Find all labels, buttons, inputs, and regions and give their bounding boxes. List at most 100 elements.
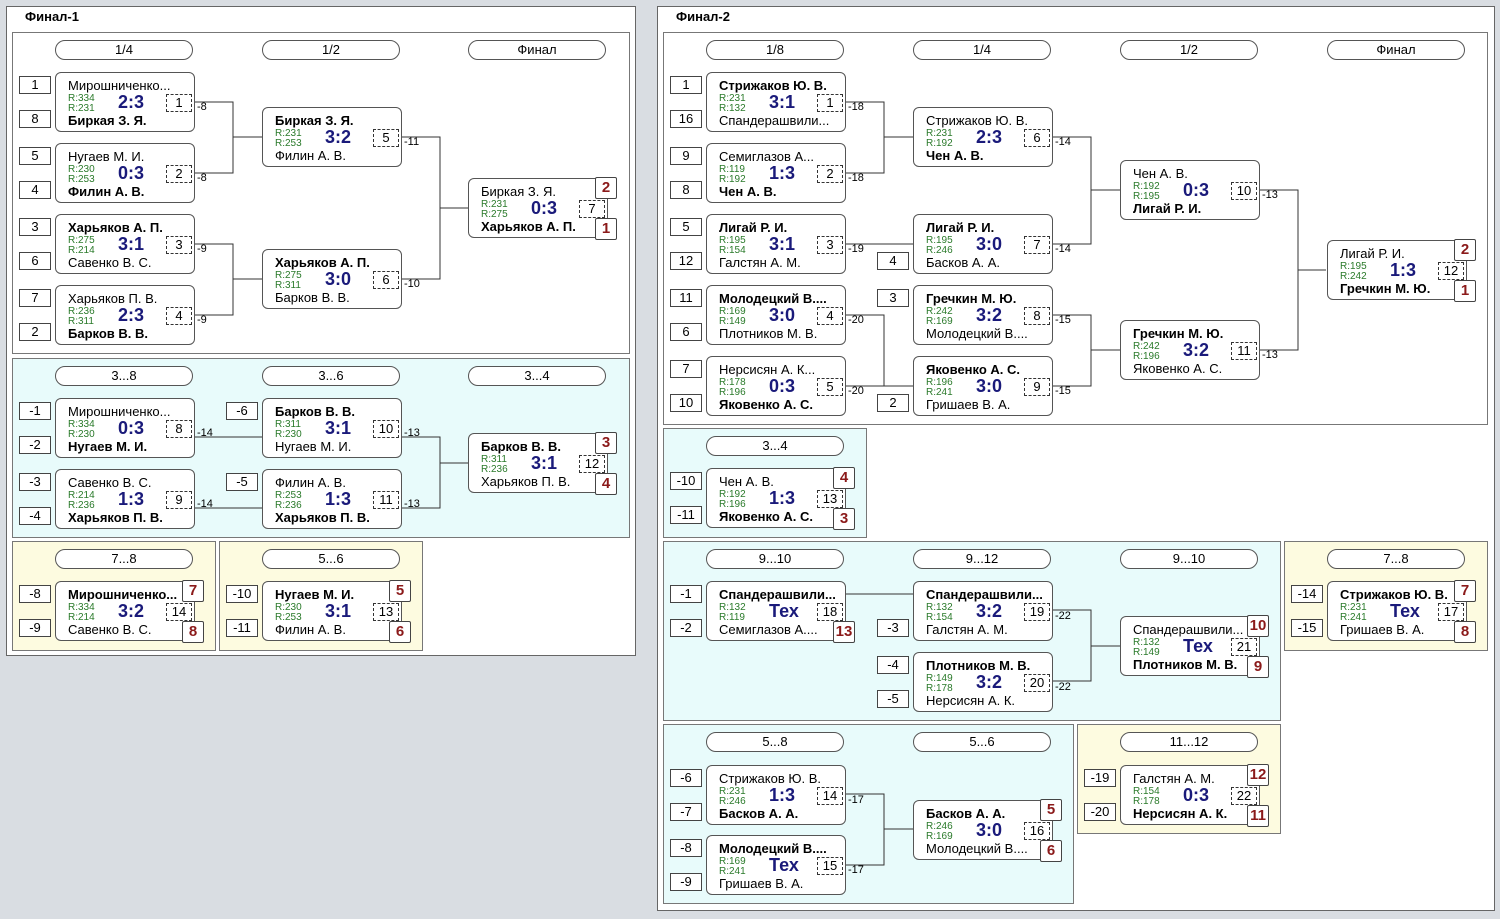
player-bottom: Филин А. В. (275, 622, 346, 637)
seed-top: -6 (226, 402, 258, 420)
rating-bottom: R:196 (1133, 351, 1160, 362)
rating-bottom: R:253 (275, 138, 302, 149)
player-top: Гречкин М. Ю. (926, 291, 1017, 306)
player-bottom: Харьяков А. П. (481, 219, 576, 234)
rating-top: R:334 (68, 602, 95, 613)
rating-top: R:236 (68, 306, 95, 317)
round-header-f2-3-4: 3...4 (706, 436, 844, 456)
match-number: 5 (373, 129, 399, 147)
rating-top: R:231 (1340, 602, 1367, 613)
player-bottom: Барков В. В. (275, 290, 350, 305)
loser-destination: -9 (197, 314, 207, 326)
round-header-f2-r16: 1/8 (706, 40, 844, 60)
seed-top: -3 (19, 473, 51, 491)
player-top: Спандерашвили... (926, 587, 1043, 602)
seed-top: 11 (670, 289, 702, 307)
rating-bottom: R:214 (68, 612, 95, 623)
seed-top: 7 (19, 289, 51, 307)
seed-bottom: -11 (670, 506, 702, 524)
seed-top: 5 (19, 147, 51, 165)
round-header-f1-3-4: 3...4 (468, 366, 606, 386)
seed-top: -14 (1291, 585, 1323, 603)
player-bottom: Галстян А. М. (719, 255, 801, 270)
player-bottom: Филин А. В. (68, 184, 145, 199)
player-bottom: Молодецкий В.... (926, 841, 1028, 856)
rating-bottom: R:230 (275, 429, 302, 440)
player-top: Нугаев М. И. (68, 149, 145, 164)
seed-bottom: 2 (19, 323, 51, 341)
match-score: 3:2 (976, 672, 1003, 692)
loser-destination: -20 (848, 385, 864, 397)
player-bottom: Чен А. В. (719, 184, 777, 199)
player-bottom: Нерсисян А. К. (926, 693, 1016, 708)
player-bottom: Яковенко А. С. (719, 509, 814, 524)
match-number: 19 (1024, 603, 1050, 621)
seed-top: 3 (19, 218, 51, 236)
loser-destination: -20 (848, 314, 864, 326)
seed-top: -1 (670, 585, 702, 603)
rating-top: R:230 (68, 164, 95, 175)
player-top: Нерсисян А. К... (719, 362, 816, 377)
rating-top: R:178 (719, 377, 746, 388)
match-score: 0:3 (1183, 180, 1210, 200)
rating-top: R:231 (481, 199, 508, 210)
match-score: 0:3 (1183, 785, 1210, 805)
match-number: 13 (373, 603, 399, 621)
player-top: Молодецкий В.... (719, 291, 827, 306)
match-number: 2 (817, 165, 843, 183)
round-header-f2-11-12: 11...12 (1120, 732, 1258, 752)
player-top: Мирошниченко... (68, 404, 171, 419)
seed-top: -4 (877, 656, 909, 674)
player-bottom: Нугаев М. И. (68, 439, 148, 454)
match-number: 2 (166, 165, 192, 183)
round-header-f1-quarter: 1/4 (55, 40, 193, 60)
rating-top: R:334 (68, 419, 95, 430)
rating-bottom: R:169 (926, 316, 953, 327)
rating-top: R:231 (926, 128, 953, 139)
match-number: 3 (166, 236, 192, 254)
rating-bottom: R:231 (68, 103, 95, 114)
rating-top: R:311 (481, 454, 507, 465)
loser-destination: -13 (404, 498, 420, 510)
round-header-f1-7-8: 7...8 (55, 549, 193, 569)
rating-top: R:242 (926, 306, 953, 317)
player-bottom: Барков В. В. (68, 326, 149, 341)
seed-bottom: -9 (670, 873, 702, 891)
